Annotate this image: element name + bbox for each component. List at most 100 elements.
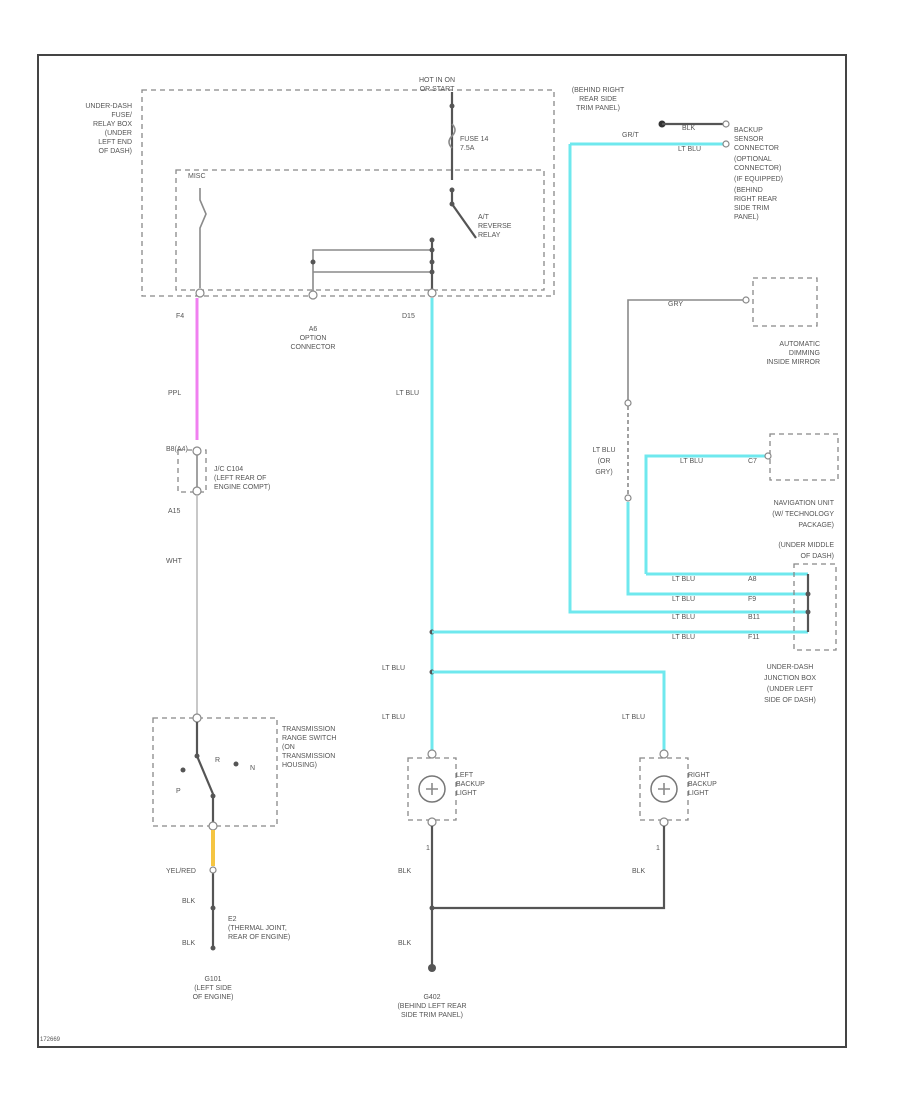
svg-text:BACKUP: BACKUP [688, 781, 717, 788]
junction-box-outline [793, 563, 837, 651]
svg-text:(OR: (OR [598, 458, 611, 465]
option-connector-wire-upper [312, 249, 432, 292]
junction-row-1: LT BLU A8 [672, 576, 757, 583]
svg-text:(IF EQUIPPED): (IF EQUIPPED) [734, 176, 783, 183]
wht-label: WHT [166, 558, 183, 565]
mirror-option-pin-bottom [624, 494, 632, 502]
svg-text:LIGHT: LIGHT [456, 790, 477, 797]
yel-red-pin [209, 866, 217, 874]
junction-dot-1 [805, 591, 811, 597]
svg-text:J/C C104: J/C C104 [214, 466, 243, 473]
misc-switch-icon [199, 188, 207, 288]
ltblu-main-label: LT BLU [396, 390, 419, 397]
blk-right-light-label: BLK [632, 868, 646, 875]
svg-text:SIDE TRIM PANEL): SIDE TRIM PANEL) [401, 1012, 463, 1019]
pin-d15-label: D15 [402, 313, 415, 320]
relay-output-dot-2 [429, 247, 435, 253]
svg-text:PANEL): PANEL) [734, 214, 759, 221]
right-light-pin-bottom [659, 817, 669, 827]
trans-switch-common-dot [210, 793, 216, 799]
svg-text:B11: B11 [748, 614, 760, 621]
svg-text:REVERSE: REVERSE [478, 223, 512, 230]
svg-text:JUNCTION BOX: JUNCTION BOX [764, 675, 816, 682]
left-backup-light-label: LEFT BACKUP LIGHT [456, 772, 485, 797]
fuse-box-label: UNDER-DASH FUSE/ RELAY BOX (UNDER LEFT E… [85, 103, 132, 155]
svg-text:LIGHT: LIGHT [688, 790, 709, 797]
svg-text:(LEFT REAR OF: (LEFT REAR OF [214, 475, 266, 482]
junction-row-3: LT BLU B11 [672, 614, 760, 621]
right-light-ground-wire [432, 826, 666, 910]
svg-text:A/T: A/T [478, 214, 490, 221]
svg-text:G402: G402 [423, 994, 440, 1001]
right-light-pin-top [659, 749, 669, 759]
relay-output-dot-1 [429, 237, 435, 243]
junction-dot-2 [805, 609, 811, 615]
left-light-pin-1-label: 1 [426, 845, 430, 852]
svg-text:(THERMAL JOINT,: (THERMAL JOINT, [228, 925, 287, 932]
trans-switch-arm-icon [195, 755, 215, 795]
svg-text:LT BLU: LT BLU [672, 576, 695, 583]
navigation-unit-label: NAVIGATION UNIT (W/ TECHNOLOGY PACKAGE) … [772, 500, 834, 560]
svg-text:OPTION: OPTION [300, 335, 327, 342]
blk-2-label: BLK [182, 940, 196, 947]
mirror-pin [742, 296, 750, 304]
svg-text:OF ENGINE): OF ENGINE) [193, 994, 234, 1001]
inside-mirror-label: AUTOMATIC DIMMING INSIDE MIRROR [766, 341, 820, 366]
svg-text:RIGHT REAR: RIGHT REAR [734, 196, 777, 203]
left-light-pin-top [427, 749, 437, 759]
svg-text:NAVIGATION UNIT: NAVIGATION UNIT [774, 500, 835, 507]
svg-text:LT BLU: LT BLU [592, 447, 615, 454]
svg-text:LEFT END: LEFT END [98, 139, 132, 146]
svg-text:G101: G101 [204, 976, 221, 983]
svg-text:OF DASH): OF DASH) [801, 553, 834, 560]
backup-sensor-pin-2 [722, 140, 730, 148]
svg-text:LT BLU: LT BLU [672, 614, 695, 621]
svg-text:F9: F9 [748, 596, 756, 603]
nav-pin [764, 452, 772, 460]
svg-text:(BEHIND RIGHT: (BEHIND RIGHT [572, 87, 625, 94]
relay-subbox-outline [175, 169, 545, 291]
option-connector-label: A6 OPTION CONNECTOR [291, 326, 336, 351]
svg-text:HOUSING): HOUSING) [282, 762, 317, 769]
mirror-gry-wire [627, 299, 743, 400]
svg-text:SIDE TRIM: SIDE TRIM [734, 205, 769, 212]
svg-text:TRANSMISSION: TRANSMISSION [282, 726, 335, 733]
svg-text:REAR OF ENGINE): REAR OF ENGINE) [228, 934, 290, 941]
pin-f4-label: F4 [176, 313, 184, 320]
ltblu-sensor-to-junction-b11 [568, 144, 808, 614]
svg-text:E2: E2 [228, 916, 237, 923]
transmission-range-switch-outline [152, 717, 278, 827]
relay-output-dot-4 [429, 269, 435, 275]
ltblu-right-light-label: LT BLU [622, 714, 645, 721]
c104-pin-top [192, 446, 202, 456]
left-light-pin-bottom [427, 817, 437, 827]
sw-r-label: R [215, 757, 220, 764]
reverse-relay-label: A/T REVERSE RELAY [478, 214, 512, 239]
svg-text:CONNECTOR: CONNECTOR [291, 344, 336, 351]
svg-text:7.5A: 7.5A [460, 145, 475, 152]
inside-mirror-outline [752, 277, 818, 327]
svg-text:F11: F11 [748, 634, 760, 641]
reverse-relay-switch-icon [450, 190, 477, 239]
svg-text:ENGINE COMPT): ENGINE COMPT) [214, 484, 270, 491]
option-dot [310, 259, 316, 265]
mirror-option-pin-top [624, 399, 632, 407]
ground-splice-dot [429, 905, 435, 911]
grt-label: GR/T [622, 132, 639, 139]
pin-a6 [308, 290, 318, 300]
sw-p-label: P [176, 788, 181, 795]
fuse-relay-box-outline [141, 89, 555, 297]
sw-n-label: N [250, 765, 255, 772]
trans-switch-pin-top [192, 713, 202, 723]
trans-switch-n-contact [233, 761, 239, 767]
hot-in-on-label: HOT IN ON OR START [419, 77, 455, 93]
svg-text:LEFT: LEFT [456, 772, 474, 779]
backup-sensor-connector-label: BACKUP SENSOR CONNECTOR (OPTIONAL CONNEC… [734, 127, 783, 221]
relay-output-dot-3 [429, 259, 435, 265]
right-backup-light-label: RIGHT BACKUP LIGHT [688, 772, 717, 797]
ltblu-nav-label: LT BLU [680, 458, 703, 465]
fuse-icon [448, 123, 456, 149]
svg-text:GRY): GRY) [595, 469, 612, 476]
trans-switch-p-contact [180, 767, 186, 773]
